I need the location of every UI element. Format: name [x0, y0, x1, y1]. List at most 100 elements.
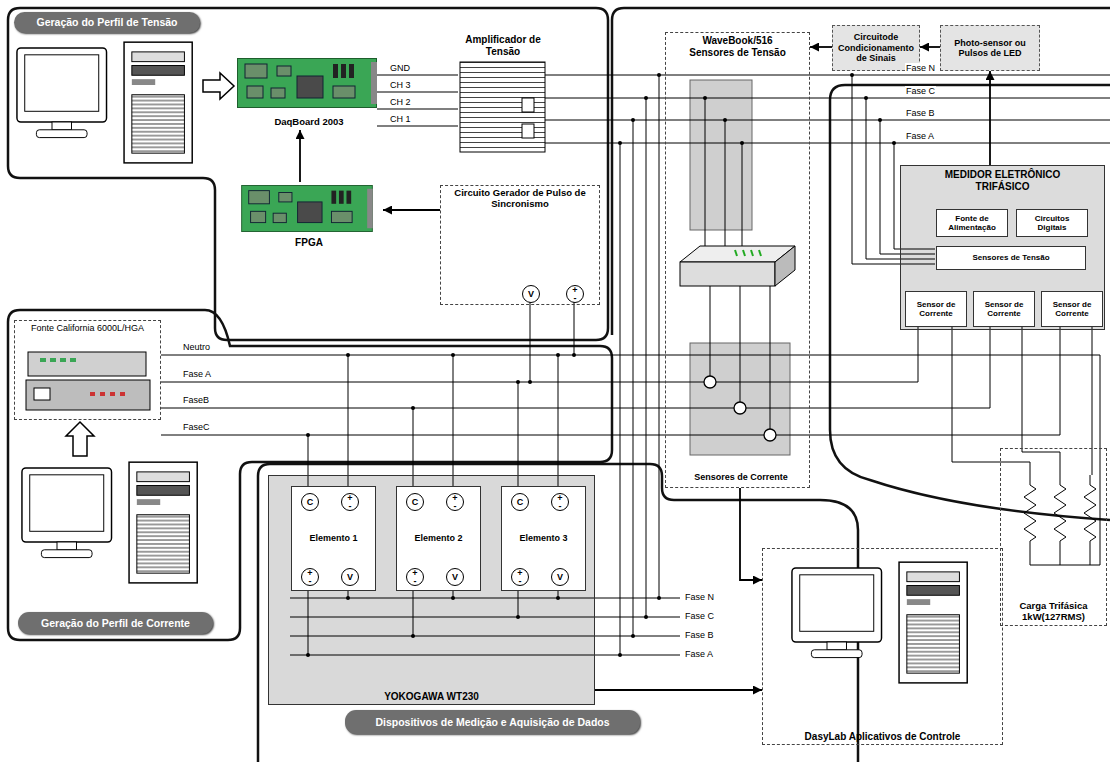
terminal-symbol: + -	[551, 493, 569, 511]
component-box: Sensores de Tensão	[936, 246, 1086, 270]
terminal-symbol: + -	[511, 568, 529, 586]
node-text: + -	[411, 569, 419, 585]
signal-name: CH 1	[389, 114, 412, 125]
device: Sensores de Corrente	[689, 341, 793, 484]
wire-label: Fase C	[905, 86, 936, 97]
device: Amplificador de Tensão	[458, 32, 548, 154]
dashed-box: Circuito Gerador de Pulso de Sincronismo…	[440, 185, 600, 305]
node-text: WaveBook/516	[669, 35, 806, 47]
node-text: YOKOGAWA WT230	[272, 691, 591, 703]
node-text: V	[451, 573, 459, 581]
node-text: + -	[451, 494, 459, 510]
wire-label: Fase A	[905, 131, 935, 142]
component-box: Elemento 2 C + - + - V	[396, 486, 481, 591]
wire-label: Fase N	[684, 592, 715, 603]
node-text: Geração do Perfil de Corrente	[21, 617, 210, 629]
dashed-box: Fonte California 6000L/HGA	[14, 320, 161, 420]
wire-label: Fase B	[905, 108, 936, 119]
process-box: Photo-sensor ou Pulsos de LED	[940, 25, 1040, 71]
terminal-symbol: + -	[406, 568, 424, 586]
component-box: Sensor de Corrente	[1041, 291, 1103, 327]
node-text: Sensores de Corrente	[692, 472, 790, 482]
node-text: Dispositivos de Medição e Aquisição de D…	[348, 716, 637, 728]
terminal-symbol: + -	[341, 493, 359, 511]
dashed-box: Carga Trifásica 1kW(127RMS)	[1000, 448, 1107, 626]
wire-label: Fase B	[684, 630, 715, 641]
connector	[383, 125, 458, 126]
terminal-symbol: V	[551, 568, 569, 586]
signal-name: CH 2	[389, 97, 412, 108]
wire-label: Fase C	[684, 611, 715, 622]
dashed-box: WaveBook/516Sensores de TensãoSensores d…	[665, 32, 810, 488]
node-text: Elemento 3	[505, 533, 582, 543]
node-text: + -	[556, 494, 564, 510]
node-text: Circuitode Condicionamento de Sinais	[836, 32, 916, 63]
node-text: Sensores de Tensão	[669, 47, 806, 59]
node-text: Sensor de Corrente	[909, 300, 963, 318]
terminal-symbol: V	[341, 568, 359, 586]
node-text: Carga Trifásica 1kW(127RMS)	[1004, 601, 1103, 623]
wire-label: Neutro	[182, 342, 211, 353]
connector	[383, 209, 440, 211]
node-text: MEDIDOR ELETRÔNICO TRIFÁSICO	[931, 169, 1074, 192]
component-box: Elemento 1C+ -+ -V	[291, 486, 376, 591]
node-text: DasyLab Aplicativos de Controle	[766, 731, 999, 743]
terminal-symbol: C	[406, 493, 424, 511]
component-box: Elemento 3 C + - + - V	[501, 486, 586, 591]
terminal-symbol: + -	[301, 568, 319, 586]
wire-label: FaseB	[182, 395, 210, 406]
node-text: FPGA	[238, 237, 380, 249]
terminal-symbol: + -	[446, 493, 464, 511]
device-box: YOKOGAWA WT230Elemento 1C+ -+ -VElemento…	[268, 475, 595, 705]
component-box: Sensor de Corrente	[973, 291, 1035, 327]
node-text: + -	[571, 286, 579, 302]
section-label: Geração do Perfil de Corrente	[18, 612, 213, 634]
terminal-symbol: V	[446, 568, 464, 586]
connector	[299, 130, 301, 182]
terminal-symbol: C	[511, 493, 529, 511]
terminal-symbol: C	[301, 493, 319, 511]
node-text: Fonte California 6000L/HGA	[18, 323, 157, 333]
node-text: C	[306, 498, 314, 506]
node-text: Geração do Perfil de Tensão	[17, 16, 197, 28]
dashed-box: DasyLab Aplicativos de Controle	[762, 548, 1003, 745]
wire-label: Fase A	[684, 649, 714, 660]
node-text: V	[556, 573, 564, 581]
wire-label: Fase N	[905, 63, 936, 74]
section-label: Geração do Perfil de Tensão	[14, 12, 200, 33]
connector	[810, 46, 832, 48]
signal-name: CH 3	[389, 80, 412, 91]
connector	[920, 46, 940, 48]
node-text: C	[516, 498, 524, 506]
device: DaqBoard 2003	[235, 55, 383, 130]
node-text: Photo-sensor ou Pulsos de LED	[944, 38, 1036, 59]
node-text: + -	[306, 569, 314, 585]
terminal-symbol: + -	[566, 285, 584, 303]
device: FPGA	[235, 182, 383, 250]
node-text: Sensor de Corrente	[1045, 300, 1099, 318]
node-text: DaqBoard 2003	[238, 117, 380, 128]
node-text: Elemento 2	[400, 533, 477, 543]
device-box: MEDIDOR ELETRÔNICO TRIFÁSICO Fonte de Ali…	[900, 165, 1105, 330]
connector	[740, 488, 762, 580]
connector	[595, 689, 762, 691]
node-text: C	[411, 498, 419, 506]
connector	[383, 74, 458, 75]
node-text: V	[527, 290, 535, 298]
connector	[989, 71, 991, 165]
component-box: Circuitos Digitais	[1016, 209, 1088, 237]
node-text: Amplificador de Tensão	[461, 34, 545, 57]
component-box: Sensor de Corrente	[905, 291, 967, 327]
signal-name: GND	[389, 63, 411, 74]
wire-label: Fase A	[182, 369, 212, 380]
section-label: Dispositivos de Medição e Aquisição de D…	[345, 710, 640, 734]
terminal-symbol: V	[522, 285, 540, 303]
connector	[383, 108, 458, 109]
node-text: Circuitos Digitais	[1020, 214, 1084, 232]
node-text: + -	[346, 494, 354, 510]
node-text: Circuito Gerador de Pulso de Sincronismo	[444, 188, 596, 210]
component-box: Fonte de Alimentação	[936, 209, 1008, 237]
connector	[383, 91, 458, 92]
